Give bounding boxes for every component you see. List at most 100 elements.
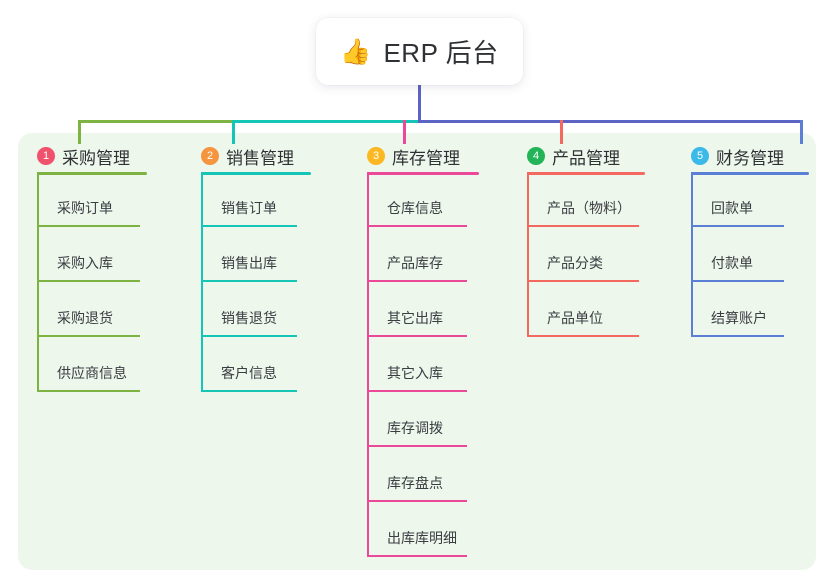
root-node-title: ERP 后台 [383, 38, 499, 68]
branch-item[interactable]: 采购入库 [37, 227, 140, 282]
root-node[interactable]: 👍 ERP 后台 [316, 18, 523, 85]
branch-spine [367, 172, 369, 557]
branch-item-rule [37, 335, 140, 337]
branch-item-list: 产品（物料） 产品分类产品单位 [527, 172, 639, 337]
content-panel [18, 133, 816, 570]
branch-item[interactable]: 销售出库 [201, 227, 297, 282]
branch-item-label: 销售订单 [221, 200, 277, 216]
branch-spine [37, 172, 39, 392]
branch-item-rule [527, 335, 639, 337]
branch-header-5[interactable]: 5 财务管理 [691, 143, 784, 169]
branch-item[interactable]: 出库库明细 [367, 502, 467, 557]
branch-header-rule [367, 172, 479, 175]
branch-item[interactable]: 仓库信息 [367, 172, 467, 227]
branch-item-label: 付款单 [711, 255, 753, 271]
branch-item-rule [527, 225, 639, 227]
branch-column-3: 3 库存管理仓库信息产品库存其它出库其它入库库存调拨库存盘点出库库明细 [367, 143, 479, 557]
branch-item[interactable]: 销售订单 [201, 172, 297, 227]
branch-item[interactable]: 其它入库 [367, 337, 467, 392]
branch-item-rule [367, 225, 467, 227]
branch-item[interactable]: 产品（物料） [527, 172, 639, 227]
branch-item-label: 结算账户 [711, 310, 767, 326]
branch-item-rule [367, 500, 467, 502]
branch-item-list: 采购订单采购入库采购退货供应商信息 [37, 172, 140, 392]
branch-item-rule [201, 335, 297, 337]
branch-item-rule [37, 225, 140, 227]
thumbs-up-icon: 👍 [340, 37, 372, 66]
branch-header-3[interactable]: 3 库存管理 [367, 143, 460, 169]
branch-column-4: 4 产品管理产品（物料） 产品分类产品单位 [527, 143, 645, 337]
branch-item[interactable]: 产品单位 [527, 282, 639, 337]
branch-spine [527, 172, 529, 337]
branch-title: 采购管理 [62, 148, 130, 168]
branch-number-badge: 4 [527, 147, 545, 165]
branch-item-label: 库存盘点 [387, 475, 443, 491]
branch-column-5: 5 财务管理回款单付款单结算账户 [691, 143, 809, 337]
branch-item-label: 产品库存 [387, 255, 443, 271]
branch-item[interactable]: 结算账户 [691, 282, 784, 337]
branch-item[interactable]: 库存盘点 [367, 447, 467, 502]
branch-item-list: 销售订单销售出库销售退货客户信息 [201, 172, 297, 392]
branch-header-1[interactable]: 1 采购管理 [37, 143, 130, 169]
bus-segment-2 [232, 120, 421, 123]
branch-number-badge: 5 [691, 147, 709, 165]
bus-cap-left [78, 120, 81, 144]
branch-item-rule [691, 335, 784, 337]
branch-stub-3 [403, 120, 406, 144]
branch-item-rule [201, 390, 297, 392]
branch-number-badge: 3 [367, 147, 385, 165]
branch-spine [201, 172, 203, 392]
branch-column-1: 1 采购管理采购订单采购入库采购退货供应商信息 [37, 143, 147, 392]
branch-item-label: 产品单位 [547, 310, 603, 326]
branch-item-rule [37, 390, 140, 392]
branch-item-rule [367, 280, 467, 282]
branch-item-label: 采购入库 [57, 255, 113, 271]
branch-item[interactable]: 产品分类 [527, 227, 639, 282]
branch-title: 库存管理 [392, 148, 460, 168]
branch-title: 销售管理 [226, 148, 294, 168]
branch-item-label: 库存调拨 [387, 420, 443, 436]
branch-item[interactable]: 客户信息 [201, 337, 297, 392]
branch-item[interactable]: 库存调拨 [367, 392, 467, 447]
branch-item-label: 采购退货 [57, 310, 113, 326]
branch-item[interactable]: 产品库存 [367, 227, 467, 282]
branch-title: 财务管理 [716, 148, 784, 168]
branch-item[interactable]: 销售退货 [201, 282, 297, 337]
branch-item-label: 其它入库 [387, 365, 443, 381]
branch-header-2[interactable]: 2 销售管理 [201, 143, 294, 169]
branch-item-rule [37, 280, 140, 282]
branch-item-label: 销售出库 [221, 255, 277, 271]
branch-spine [691, 172, 693, 337]
branch-number-badge: 2 [201, 147, 219, 165]
root-trunk-connector [418, 78, 421, 122]
branch-title: 产品管理 [552, 148, 620, 168]
branch-item-rule [367, 335, 467, 337]
branch-item[interactable]: 付款单 [691, 227, 784, 282]
branch-header-4[interactable]: 4 产品管理 [527, 143, 620, 169]
branch-item-list: 回款单付款单结算账户 [691, 172, 784, 337]
branch-item[interactable]: 采购退货 [37, 282, 140, 337]
branch-header-rule [37, 172, 147, 175]
branch-item[interactable]: 采购订单 [37, 172, 140, 227]
branch-number-badge: 1 [37, 147, 55, 165]
branch-item-rule [691, 280, 784, 282]
branch-item-rule [367, 555, 467, 557]
branch-item-label: 回款单 [711, 200, 753, 216]
branch-header-rule [201, 172, 311, 175]
branch-header-rule [691, 172, 809, 175]
branch-item-label: 产品（物料） [547, 200, 631, 216]
branch-column-2: 2 销售管理销售订单销售出库销售退货客户信息 [201, 143, 311, 392]
branch-item[interactable]: 供应商信息 [37, 337, 140, 392]
branch-item-label: 采购订单 [57, 200, 113, 216]
branch-item-label: 客户信息 [221, 365, 277, 381]
branch-item-rule [201, 280, 297, 282]
branch-item-label: 产品分类 [547, 255, 603, 271]
branch-item[interactable]: 回款单 [691, 172, 784, 227]
branch-header-rule [527, 172, 645, 175]
branch-item-rule [367, 390, 467, 392]
branch-item-list: 仓库信息产品库存其它出库其它入库库存调拨库存盘点出库库明细 [367, 172, 467, 557]
branch-item-rule [527, 280, 639, 282]
branch-item[interactable]: 其它出库 [367, 282, 467, 337]
branch-stub-2 [232, 120, 235, 144]
